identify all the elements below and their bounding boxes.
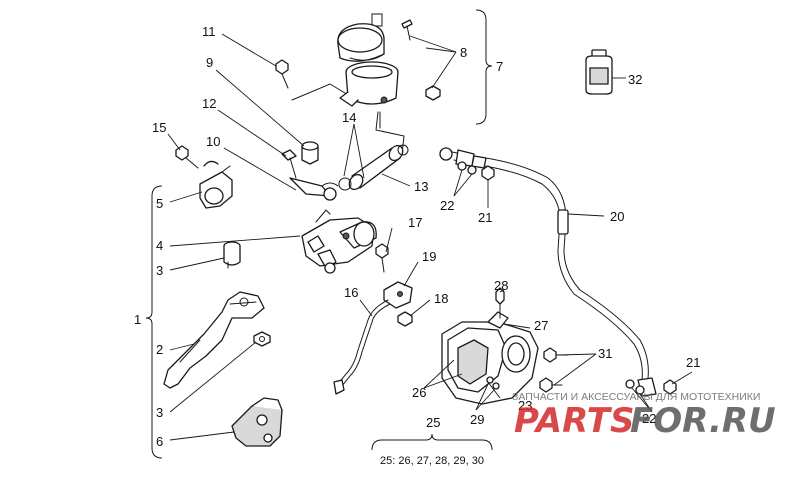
callout-31: 31 <box>598 346 612 361</box>
callout-29: 29 <box>470 412 484 427</box>
callout-27: 27 <box>534 318 548 333</box>
callout-3-lower: 3 <box>156 405 163 420</box>
callout-21-bottom: 21 <box>686 355 700 370</box>
support-bracket <box>231 397 283 447</box>
brake-light-switch <box>333 243 413 395</box>
callout-9: 9 <box>206 55 213 70</box>
reservoir-assembly <box>291 13 441 155</box>
callout-2: 2 <box>156 342 163 357</box>
callout-6: 6 <box>156 434 163 449</box>
lever-nut <box>253 331 271 347</box>
callout-25: 25 <box>426 415 440 430</box>
brake-fluid-bottle <box>585 49 613 95</box>
callout-labels: 1 2 3 3 4 5 6 7 8 9 10 11 12 13 14 15 16… <box>134 24 700 449</box>
callout-15: 15 <box>152 120 166 135</box>
callout-19: 19 <box>422 249 436 264</box>
brake-caliper <box>441 287 569 405</box>
callout-8: 8 <box>460 45 467 60</box>
small-hardware-top-left <box>175 59 339 201</box>
master-cylinder <box>301 209 377 274</box>
callout-1: 1 <box>134 312 141 327</box>
callout-16: 16 <box>344 285 358 300</box>
callout-28: 28 <box>494 278 508 293</box>
pivot-bolt <box>223 241 241 269</box>
watermark: ЗАПЧАСТИ И АКСЕССУАРЫ ДЛЯ МОТОТЕХНИКИ PA… <box>512 391 776 441</box>
callout-18: 18 <box>434 291 448 306</box>
callout-5: 5 <box>156 196 163 211</box>
callout-22-bottom: 22 <box>642 411 656 426</box>
callout-12: 12 <box>202 96 216 111</box>
callout-14: 14 <box>342 110 356 125</box>
callout-17: 17 <box>408 215 422 230</box>
watermark-brand-left: PARTS <box>514 401 634 441</box>
callout-4: 4 <box>156 238 163 253</box>
brake-hose <box>439 147 677 397</box>
callout-10: 10 <box>206 134 220 149</box>
callout-23: 23 <box>518 398 532 413</box>
brake-lever <box>163 291 265 389</box>
leader-lines <box>167 33 693 441</box>
watermark-brand-right: FOR.RU <box>630 401 776 441</box>
watermark-tagline: ЗАПЧАСТИ И АКСЕССУАРЫ ДЛЯ МОТОТЕХНИКИ <box>512 391 760 403</box>
callout-21-top: 21 <box>478 210 492 225</box>
callout-26: 26 <box>412 385 426 400</box>
callout-11: 11 <box>202 24 216 39</box>
callout-32: 32 <box>628 72 642 87</box>
caliper-kit-key: 25: 26, 27, 28, 29, 30 <box>380 455 484 467</box>
callout-3-upper: 3 <box>156 263 163 278</box>
callout-22-top: 22 <box>440 198 454 213</box>
group-brackets <box>145 9 493 459</box>
callout-7: 7 <box>496 59 503 74</box>
callout-13: 13 <box>414 179 428 194</box>
clamp-part-5 <box>199 165 233 209</box>
callout-20: 20 <box>610 209 624 224</box>
